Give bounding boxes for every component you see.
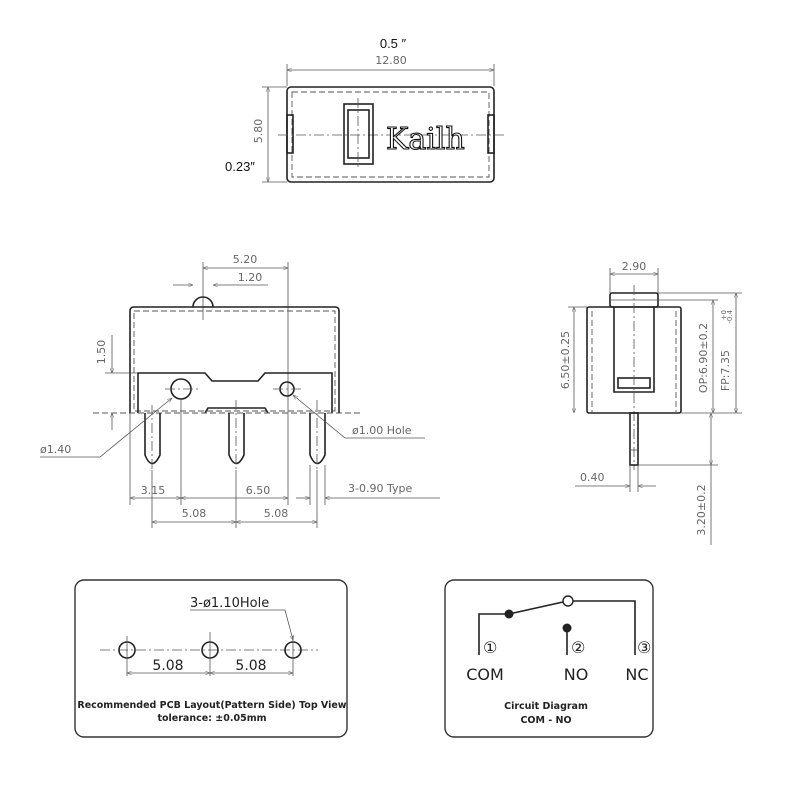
height-inch-label: 0.23″ <box>225 159 255 174</box>
pcb-hole-label: 3-ø1.10Hole <box>190 596 269 611</box>
dim-6-50: 6.50 <box>246 484 271 497</box>
dim-1-50: 1.50 <box>95 340 108 365</box>
side-view: 2.90 6.50±0.25 OP:6.90±0.2 FP:7.35 +0 -0… <box>559 260 742 545</box>
pcb-layout-panel: 3-ø1.10Hole 5.08 5.08 Recommended PCB La… <box>74 579 348 738</box>
top-view: 0.5 ″ 12.80 5.80 0.23″ Kailh <box>225 36 504 183</box>
pcb-tolerance: tolerance: ±0.05mm <box>157 713 266 724</box>
no-label: NO <box>564 665 589 684</box>
dim-1-20: 1.20 <box>238 271 263 284</box>
pcb-caption: Recommended PCB Layout(Pattern Side) Top… <box>77 700 346 711</box>
dim-5-20: 5.20 <box>233 253 258 266</box>
width-mm-label: 12.80 <box>375 54 407 67</box>
op-label: OP:6.90±0.2 <box>697 323 710 393</box>
pins <box>144 400 326 470</box>
kailh-logo: Kailh <box>386 122 465 157</box>
pin-1-marker: ① <box>483 638 497 657</box>
fp-label: FP:7.35 <box>719 350 732 391</box>
pitch-2: 5.08 <box>264 507 289 520</box>
pcb-pitch-2: 5.08 <box>235 658 266 674</box>
fp-tol-minus: -0.4 <box>726 309 734 323</box>
circuit-diagram-panel: ① ② ③ COM NO NC Circuit Diagram COM - NO <box>444 579 654 738</box>
height-mm-label: 5.80 <box>252 119 265 144</box>
com-contact-icon <box>504 609 514 619</box>
circuit-title: Circuit Diagram <box>504 701 588 712</box>
pin-type-label: 3-0.90 Type <box>348 482 412 495</box>
pin-2-marker: ② <box>571 638 585 657</box>
pin-thickness-label: 0.40 <box>580 471 605 484</box>
pitch-1: 5.08 <box>182 507 207 520</box>
circuit-subtitle: COM - NO <box>520 715 571 726</box>
nc-contact-icon <box>562 595 574 607</box>
pin-length-label: 3.20±0.2 <box>695 484 708 535</box>
dim-2-90: 2.90 <box>622 260 647 273</box>
com-label: COM <box>466 665 504 684</box>
body-height-label: 6.50±0.25 <box>559 331 572 389</box>
fp-tol-plus: +0 <box>720 310 728 320</box>
front-view: 5.20 1.20 1.50 ø1.40 ø1.00 Hole 3.15 6 <box>40 253 440 528</box>
width-inch-label: 0.5 ″ <box>380 36 407 51</box>
pcb-pitch-1: 5.08 <box>152 658 183 674</box>
pin-diameter-label: ø1.40 <box>40 443 71 456</box>
pin-3-marker: ③ <box>637 638 651 657</box>
hole-label: ø1.00 Hole <box>352 424 412 437</box>
nc-label: NC <box>625 665 648 684</box>
dim-3-15: 3.15 <box>141 484 166 497</box>
